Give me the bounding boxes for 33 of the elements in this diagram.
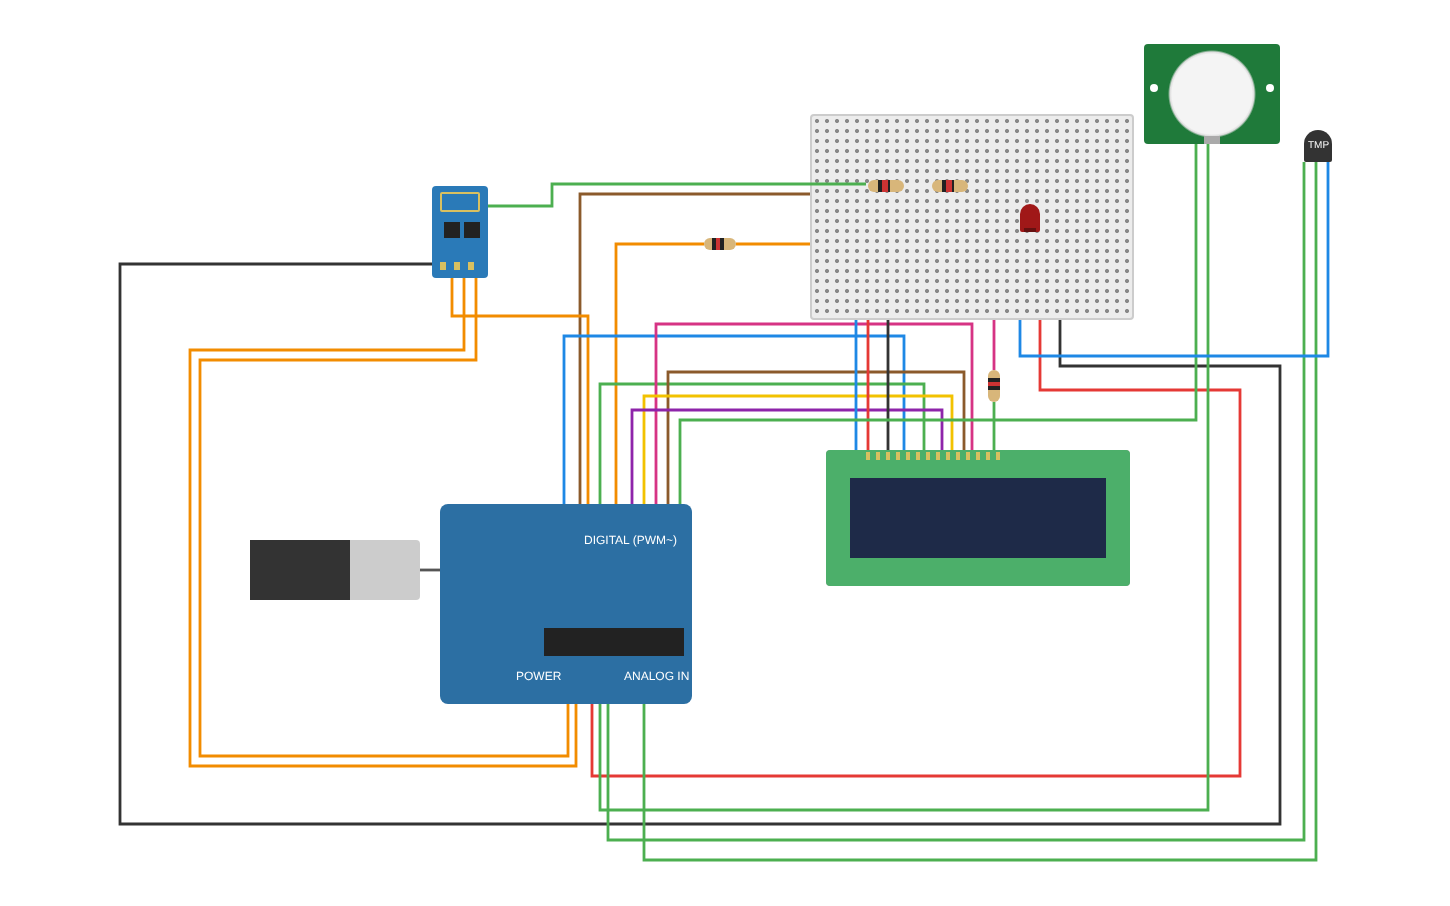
wifi-module bbox=[432, 186, 488, 278]
wire bbox=[736, 242, 810, 246]
breadboard bbox=[810, 114, 1134, 320]
led bbox=[1020, 204, 1040, 232]
wire bbox=[854, 320, 858, 450]
wire bbox=[654, 322, 974, 504]
wire bbox=[578, 192, 810, 504]
wire bbox=[590, 320, 1242, 778]
wire bbox=[992, 402, 996, 450]
resistor bbox=[868, 180, 904, 192]
wire bbox=[118, 262, 1282, 826]
wire bbox=[488, 182, 866, 208]
wire bbox=[666, 370, 966, 504]
wire bbox=[598, 144, 1210, 812]
wire bbox=[642, 394, 954, 504]
wire bbox=[614, 242, 704, 504]
microcontroller-board bbox=[440, 504, 692, 704]
wire bbox=[630, 408, 944, 504]
wire bbox=[678, 144, 1198, 504]
wire bbox=[866, 320, 870, 450]
wire bbox=[992, 320, 996, 370]
resistor bbox=[988, 370, 1000, 402]
wire bbox=[420, 568, 440, 572]
lcd-display bbox=[826, 450, 1130, 586]
wire bbox=[886, 320, 890, 450]
wire bbox=[562, 334, 906, 504]
motion-sensor bbox=[1144, 44, 1280, 144]
wire bbox=[598, 382, 926, 504]
resistor bbox=[704, 238, 736, 250]
temperature-sensor bbox=[1304, 130, 1332, 162]
wire bbox=[450, 278, 590, 504]
resistor bbox=[932, 180, 968, 192]
wire bbox=[1018, 162, 1330, 358]
